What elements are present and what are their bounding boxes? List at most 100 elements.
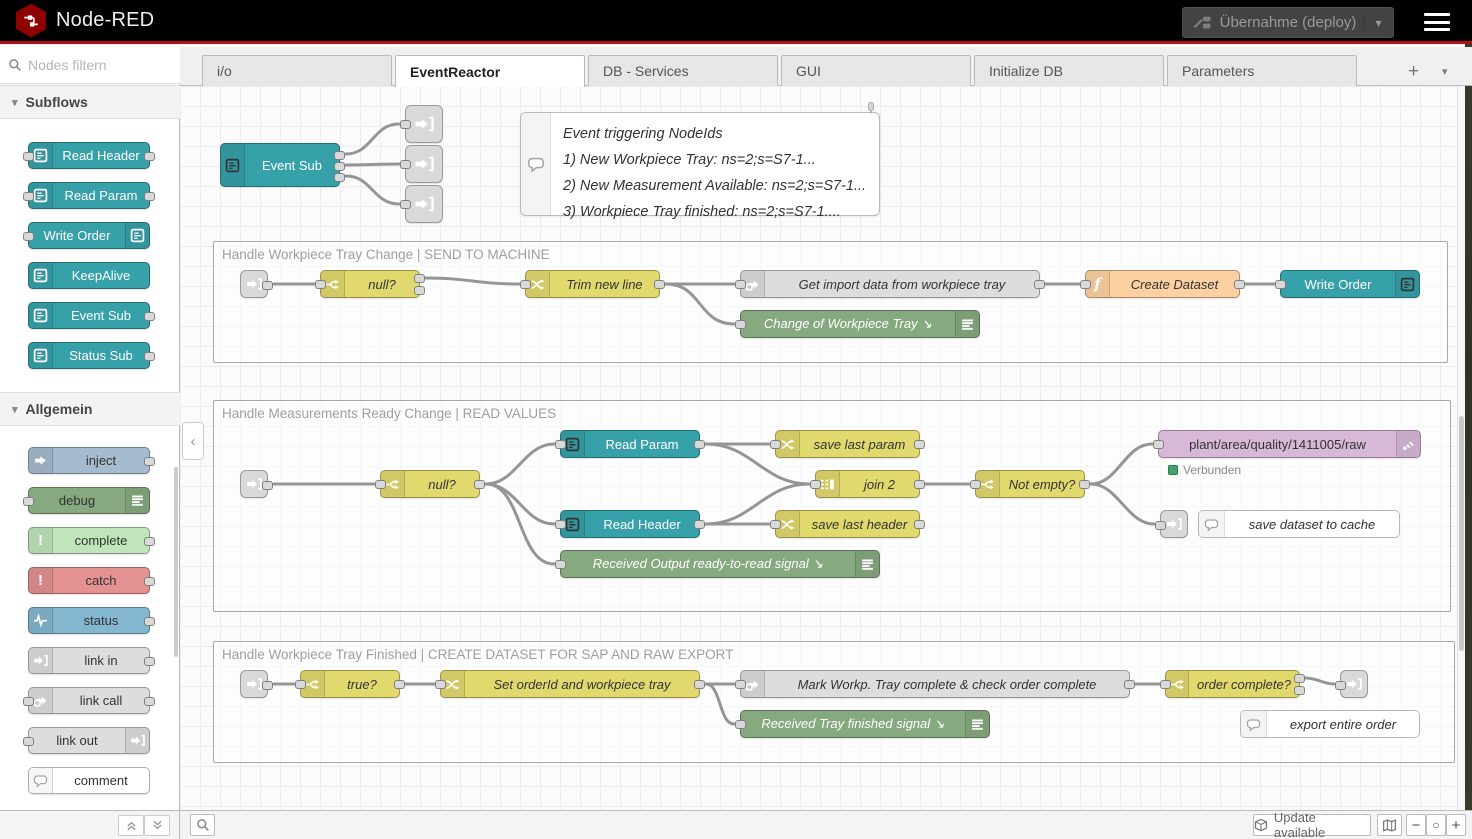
port-out-1[interactable] bbox=[414, 274, 425, 283]
node-change-set-orderid[interactable]: Set orderId and workpiece tray bbox=[435, 670, 705, 698]
port-in[interactable] bbox=[770, 440, 781, 449]
port-in[interactable] bbox=[770, 520, 781, 529]
flow-list-caret[interactable]: ▾ bbox=[1442, 66, 1448, 78]
palette-node-status-sub[interactable]: Status Sub bbox=[28, 342, 155, 369]
palette-node-link-call[interactable]: link call bbox=[23, 687, 155, 714]
group-workpiece-tray-change[interactable]: Handle Workpiece Tray Change | SEND TO M… bbox=[213, 241, 1448, 363]
port-in[interactable] bbox=[555, 560, 566, 569]
zoom-out-button[interactable]: − bbox=[1406, 814, 1426, 836]
node-switch-null-g1[interactable]: null? bbox=[315, 270, 425, 298]
port-out[interactable] bbox=[262, 281, 273, 290]
port-out[interactable] bbox=[1124, 680, 1135, 689]
port-in[interactable] bbox=[735, 320, 746, 329]
port-out[interactable] bbox=[1034, 280, 1045, 289]
port-in[interactable] bbox=[1080, 280, 1091, 289]
port-in[interactable] bbox=[1275, 280, 1286, 289]
palette-node-write-order[interactable]: Write Order bbox=[23, 222, 150, 249]
port-out[interactable] bbox=[694, 520, 705, 529]
port-out[interactable] bbox=[262, 481, 273, 490]
comment-node-event-trigger-ids[interactable]: Event triggering NodeIds 1) New Workpiec… bbox=[520, 112, 880, 220]
port-in[interactable] bbox=[735, 720, 746, 729]
port-in[interactable] bbox=[315, 280, 326, 289]
port-out[interactable] bbox=[914, 480, 925, 489]
palette-node-catch[interactable]: ! catch bbox=[28, 567, 155, 594]
port-out[interactable] bbox=[394, 680, 405, 689]
node-switch-not-empty[interactable]: Not empty? bbox=[970, 470, 1090, 498]
main-menu-button[interactable] bbox=[1424, 13, 1450, 31]
node-subflow-read-header[interactable]: Read Header bbox=[555, 510, 705, 538]
tab-parameters[interactable]: Parameters bbox=[1167, 55, 1357, 86]
node-function-create-dataset[interactable]: f Create Dataset bbox=[1080, 270, 1245, 298]
port-in[interactable] bbox=[295, 680, 306, 689]
port-out[interactable] bbox=[474, 480, 485, 489]
node-event-sub[interactable]: Event Sub bbox=[220, 143, 345, 187]
tab-initialize-db[interactable]: Initialize DB bbox=[974, 55, 1164, 86]
tab-gui[interactable]: GUI bbox=[781, 55, 971, 86]
node-switch-null-g2[interactable]: null? bbox=[375, 470, 485, 498]
palette-node-read-header[interactable]: Read Header bbox=[23, 142, 155, 169]
node-link-out-square-3[interactable] bbox=[400, 185, 443, 223]
node-link-call-mark-tray-complete[interactable]: Mark Workp. Tray complete & check order … bbox=[735, 670, 1135, 698]
node-debug-received-output-signal[interactable]: Received Output ready-to-read signal ↘ bbox=[555, 550, 880, 578]
port-in[interactable] bbox=[1335, 681, 1346, 690]
node-subflow-write-order[interactable]: Write Order bbox=[1275, 270, 1420, 298]
port-out-3[interactable] bbox=[334, 173, 345, 182]
node-link-in-g1[interactable] bbox=[240, 270, 273, 298]
palette-node-comment[interactable]: comment bbox=[28, 767, 150, 794]
node-change-save-last-param[interactable]: save last param bbox=[770, 430, 925, 458]
node-join-2[interactable]: join 2 bbox=[810, 470, 925, 498]
node-switch-order-complete[interactable]: order complete? bbox=[1160, 670, 1305, 698]
palette-scrollbar[interactable] bbox=[174, 467, 178, 657]
port-in[interactable] bbox=[555, 440, 566, 449]
palette-node-link-in[interactable]: link in bbox=[28, 647, 155, 674]
palette-search[interactable] bbox=[0, 47, 180, 84]
port-out-2[interactable] bbox=[414, 286, 425, 295]
deploy-options-caret[interactable]: ▾ bbox=[1363, 15, 1393, 30]
tab-io[interactable]: i/o bbox=[202, 55, 392, 86]
port-out-1[interactable] bbox=[1294, 674, 1305, 683]
node-change-save-last-header[interactable]: save last header bbox=[770, 510, 925, 538]
comment-node-export-order[interactable]: export entire order bbox=[1240, 710, 1420, 738]
collapse-all-categories-button[interactable] bbox=[118, 815, 144, 836]
palette-search-input[interactable] bbox=[28, 57, 168, 73]
port-in[interactable] bbox=[400, 200, 411, 209]
node-debug-change-of-workpiece-tray[interactable]: Change of Workpiece Tray ↘ bbox=[735, 310, 980, 338]
port-out-2[interactable] bbox=[334, 162, 345, 171]
canvas-scrollbar[interactable] bbox=[1457, 86, 1465, 810]
node-change-trim-new-line[interactable]: Trim new line bbox=[520, 270, 665, 298]
port-in[interactable] bbox=[520, 280, 531, 289]
palette-node-debug[interactable]: debug bbox=[23, 487, 150, 514]
expand-all-categories-button[interactable] bbox=[144, 815, 170, 836]
port-out-2[interactable] bbox=[1294, 686, 1305, 695]
port-in[interactable] bbox=[1155, 521, 1166, 530]
port-in[interactable] bbox=[970, 480, 981, 489]
port-in[interactable] bbox=[555, 520, 566, 529]
node-mqtt-out-raw[interactable]: plant/area/quality/1411005/raw bbox=[1153, 430, 1421, 458]
flow-canvas[interactable]: Handle Workpiece Tray Change | SEND TO M… bbox=[180, 86, 1457, 810]
port-out[interactable] bbox=[654, 280, 665, 289]
palette-collapse-button[interactable]: ‹ bbox=[182, 422, 204, 460]
port-out[interactable] bbox=[914, 520, 925, 529]
port-out[interactable] bbox=[1234, 280, 1245, 289]
palette-node-link-out[interactable]: link out bbox=[23, 727, 150, 754]
port-out[interactable] bbox=[1079, 480, 1090, 489]
deploy-button[interactable]: Übernahme (deploy) ▾ bbox=[1182, 7, 1394, 38]
palette-node-event-sub[interactable]: Event Sub bbox=[28, 302, 155, 329]
zoom-in-button[interactable]: + bbox=[1446, 814, 1466, 836]
palette-node-read-param[interactable]: Read Param bbox=[23, 182, 155, 209]
node-link-out-square-1[interactable] bbox=[400, 105, 443, 143]
port-in[interactable] bbox=[1160, 680, 1171, 689]
palette-node-keepalive[interactable]: KeepAlive bbox=[28, 262, 150, 289]
node-link-in-g2[interactable] bbox=[240, 470, 273, 498]
port-in[interactable] bbox=[375, 480, 386, 489]
port-in[interactable] bbox=[735, 280, 746, 289]
node-debug-received-tray-finished[interactable]: Received Tray finished signal ↘ bbox=[735, 710, 990, 738]
search-flows-button[interactable] bbox=[190, 814, 215, 836]
port-in[interactable] bbox=[810, 480, 821, 489]
port-in[interactable] bbox=[1153, 440, 1164, 449]
update-available-button[interactable]: Update available bbox=[1253, 810, 1371, 839]
port-out[interactable] bbox=[262, 681, 273, 690]
zoom-reset-button[interactable]: ○ bbox=[1426, 814, 1446, 836]
port-out[interactable] bbox=[694, 680, 705, 689]
node-link-out-square-2[interactable] bbox=[400, 145, 443, 183]
